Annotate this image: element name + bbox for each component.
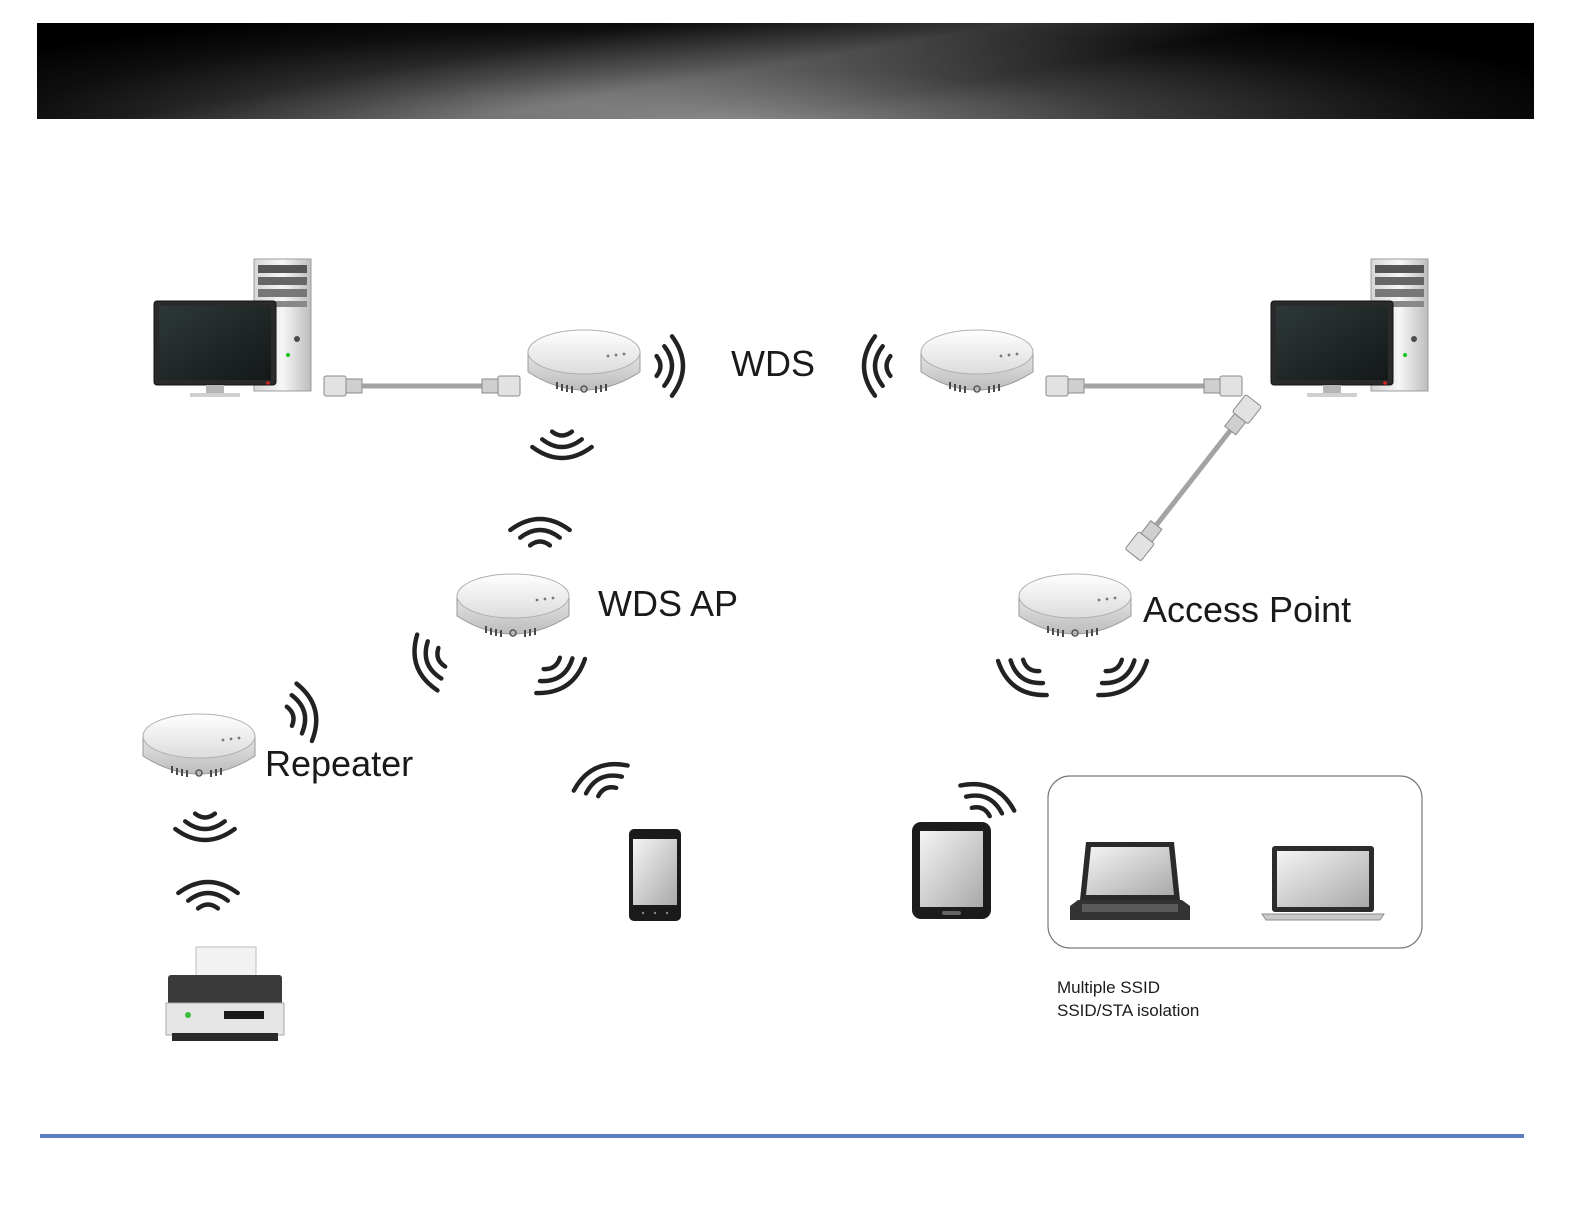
smartphone-icon	[629, 829, 681, 921]
access-point-icon	[921, 330, 1033, 393]
ethernet-cable-icon	[1125, 394, 1261, 561]
footer-rule	[40, 1134, 1524, 1138]
access-point-icon	[1019, 574, 1131, 637]
laptop-icon	[1262, 846, 1384, 920]
repeater-label: Repeater	[265, 743, 413, 784]
access-point-icon	[457, 574, 569, 637]
printer-icon	[166, 947, 284, 1041]
feature-line: Multiple SSID	[1057, 978, 1160, 997]
wds-ap-label: WDS AP	[598, 583, 738, 624]
wds-label: WDS	[731, 343, 815, 384]
access-point-label: Access Point	[1143, 589, 1351, 630]
feature-line: SSID/STA isolation	[1057, 1001, 1199, 1020]
access-point-icon	[143, 714, 255, 777]
ethernet-cable-icon	[1046, 376, 1242, 396]
ethernet-cable-icon	[324, 376, 520, 396]
desktop-computer-icon	[154, 259, 311, 397]
tablet-icon	[912, 822, 991, 919]
desktop-computer-icon	[1271, 259, 1428, 397]
laptop-icon	[1070, 842, 1190, 920]
access-point-icon	[528, 330, 640, 393]
